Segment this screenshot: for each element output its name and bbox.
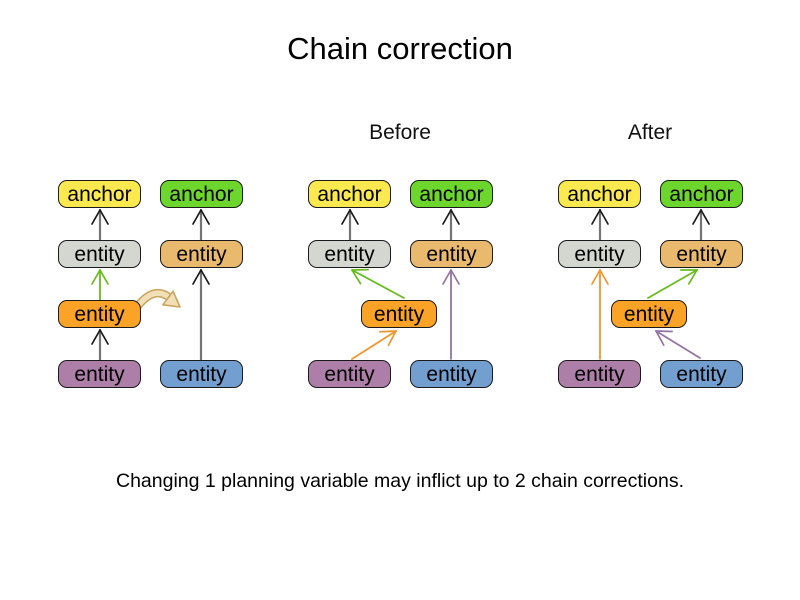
entity-box: entity <box>410 240 493 268</box>
chain-arrow <box>442 208 460 242</box>
chain-arrow <box>591 208 609 242</box>
chain-arrow <box>91 208 109 242</box>
orange-correction-arrow <box>591 269 609 360</box>
after-label: After <box>627 121 673 144</box>
entity-box: entity <box>160 240 243 268</box>
chain-arrow <box>91 328 109 362</box>
anchor-box: anchor <box>410 180 493 208</box>
purple-correction-arrow <box>442 269 460 360</box>
green-correction-arrow <box>91 269 109 301</box>
green-correction-arrow <box>351 268 405 299</box>
move-arrow <box>132 288 181 312</box>
chain-arrow <box>341 208 359 242</box>
anchor-box: anchor <box>308 180 391 208</box>
green-correction-arrow <box>647 269 698 299</box>
entity-box: entity <box>558 360 641 388</box>
anchor-box: anchor <box>660 180 743 208</box>
orange-correction-arrow <box>351 330 397 360</box>
entity-box: entity <box>660 360 743 388</box>
entity-box: entity <box>58 240 141 268</box>
chain-arrow <box>192 208 210 242</box>
entity-box: entity <box>558 240 641 268</box>
entity-box: entity <box>410 360 493 388</box>
entity-box: entity <box>361 300 437 328</box>
entity-box: entity <box>308 360 391 388</box>
entity-box: entity <box>660 240 743 268</box>
chain-arrow <box>192 268 210 362</box>
anchor-box: anchor <box>160 180 243 208</box>
before-label: Before <box>369 121 431 144</box>
anchor-box: anchor <box>558 180 641 208</box>
entity-box: entity <box>308 240 391 268</box>
purple-correction-arrow <box>655 330 701 359</box>
entity-box: entity <box>58 360 141 388</box>
entity-box: entity <box>58 300 141 328</box>
page-title: Chain correction <box>287 31 513 66</box>
caption-text: Changing 1 planning variable may inflict… <box>116 470 684 492</box>
anchor-box: anchor <box>58 180 141 208</box>
chain-arrow <box>692 208 710 242</box>
entity-box: entity <box>160 360 243 388</box>
entity-box: entity <box>611 300 687 328</box>
